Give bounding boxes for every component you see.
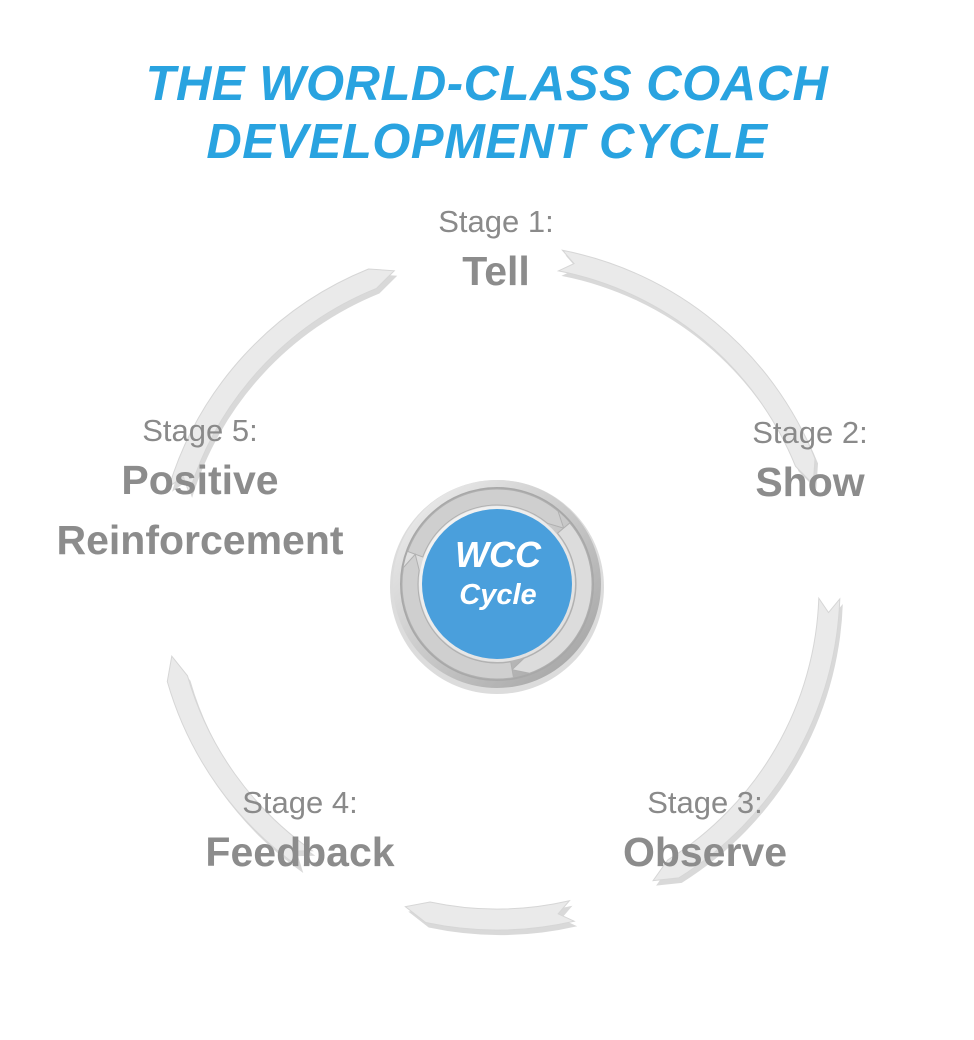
- stage-5-name: Positive Reinforcement: [56, 457, 344, 563]
- stage-2-number: Stage 2:: [752, 415, 868, 450]
- hub-arrow-2: [511, 522, 593, 674]
- arrow-stage2-to-stage3: [652, 596, 841, 882]
- stage-3-number: Stage 3:: [647, 785, 763, 820]
- center-label: WCC Cycle: [418, 533, 578, 613]
- arrow-stage4-to-stage5: [166, 654, 314, 870]
- stage-2-name: Show: [755, 459, 865, 505]
- stage-1-name: Tell: [462, 248, 530, 294]
- stage-4-number: Stage 4:: [242, 785, 358, 820]
- center-label-line-2: Cycle: [459, 579, 537, 611]
- arrow-stage5-to-stage1: [168, 268, 396, 495]
- title-line-2: DEVELOPMENT CYCLE: [206, 115, 768, 169]
- center-hub: [390, 480, 604, 694]
- stage-4: Stage 4: Feedback: [170, 784, 430, 882]
- stage-1: Stage 1: Tell: [396, 203, 596, 301]
- stage-5: Stage 5: Positive Reinforcement: [10, 412, 390, 570]
- center-label-line-1: WCC: [455, 534, 541, 575]
- arrow-stage1-to-stage2-shadow: [561, 255, 819, 490]
- stage-5-number: Stage 5:: [142, 413, 258, 448]
- stage-1-number: Stage 1:: [438, 204, 554, 239]
- hub-arrow-1: [407, 488, 565, 558]
- stage-3: Stage 3: Observe: [590, 784, 820, 882]
- cycle-arrows: [166, 249, 843, 936]
- diagram-title: THE WORLD-CLASS COACH DEVELOPMENT CYCLE: [0, 55, 974, 171]
- stage-3-name: Observe: [622, 829, 788, 875]
- arrow-stage1-to-stage2: [556, 249, 816, 486]
- stage-4-name: Feedback: [205, 829, 395, 875]
- hub-circle: [422, 509, 572, 659]
- hub-arrow-3: [401, 553, 515, 680]
- hub-arrow-ring: [401, 488, 593, 680]
- title-line-1: THE WORLD-CLASS COACH: [145, 57, 829, 111]
- stage-2: Stage 2: Show: [710, 414, 910, 512]
- arrow-stage3-to-stage4: [404, 899, 576, 931]
